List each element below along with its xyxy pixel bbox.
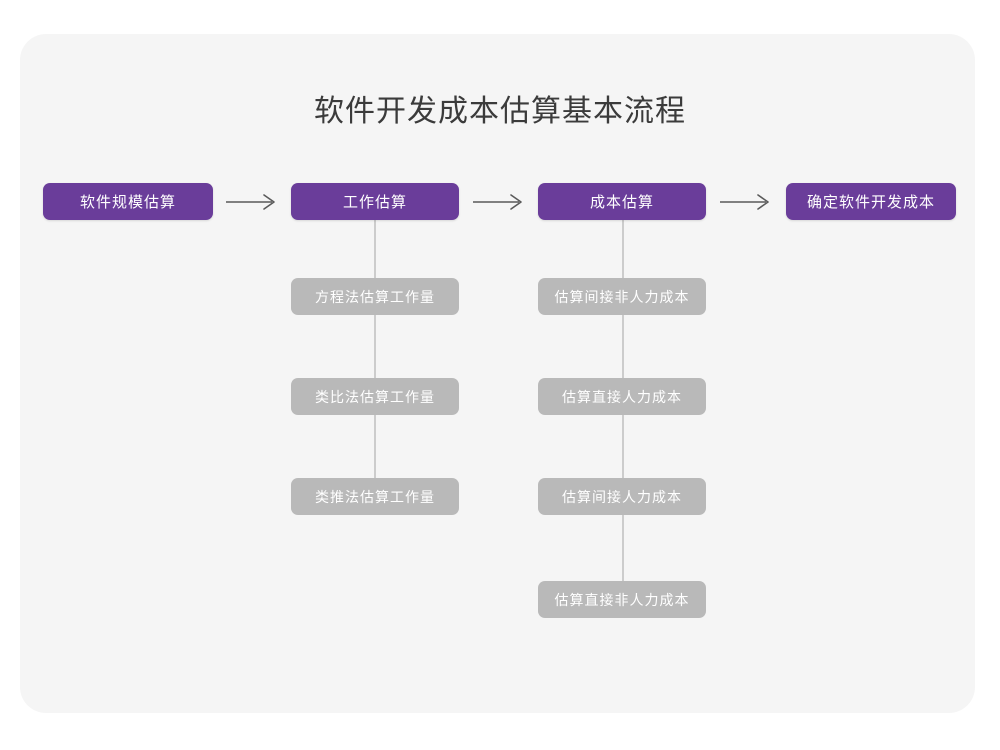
content-card [20,34,975,713]
stage-box-cost-estimation[interactable]: 成本估算 [538,183,706,220]
stage-box-work-estimation[interactable]: 工作估算 [291,183,459,220]
substep-box-indirect-nonlabor-cost[interactable]: 估算间接非人力成本 [538,278,706,315]
substep-box-inference-method-workload[interactable]: 类推法估算工作量 [291,478,459,515]
stage-box-software-scale-estimation[interactable]: 软件规模估算 [43,183,213,220]
page-title: 软件开发成本估算基本流程 [314,95,686,128]
substep-box-equation-method-workload[interactable]: 方程法估算工作量 [291,278,459,315]
substep-box-direct-nonlabor-cost[interactable]: 估算直接非人力成本 [538,581,706,618]
arrow-stage1-to-stage2 [224,192,280,212]
substep-box-analogy-method-workload[interactable]: 类比法估算工作量 [291,378,459,415]
substep-box-direct-labor-cost[interactable]: 估算直接人力成本 [538,378,706,415]
arrow-stage2-to-stage3 [471,192,527,212]
stage-box-determine-development-cost[interactable]: 确定软件开发成本 [786,183,956,220]
substep-box-indirect-labor-cost[interactable]: 估算间接人力成本 [538,478,706,515]
connector-line-work-column [374,220,376,498]
arrow-stage3-to-stage4 [718,192,774,212]
